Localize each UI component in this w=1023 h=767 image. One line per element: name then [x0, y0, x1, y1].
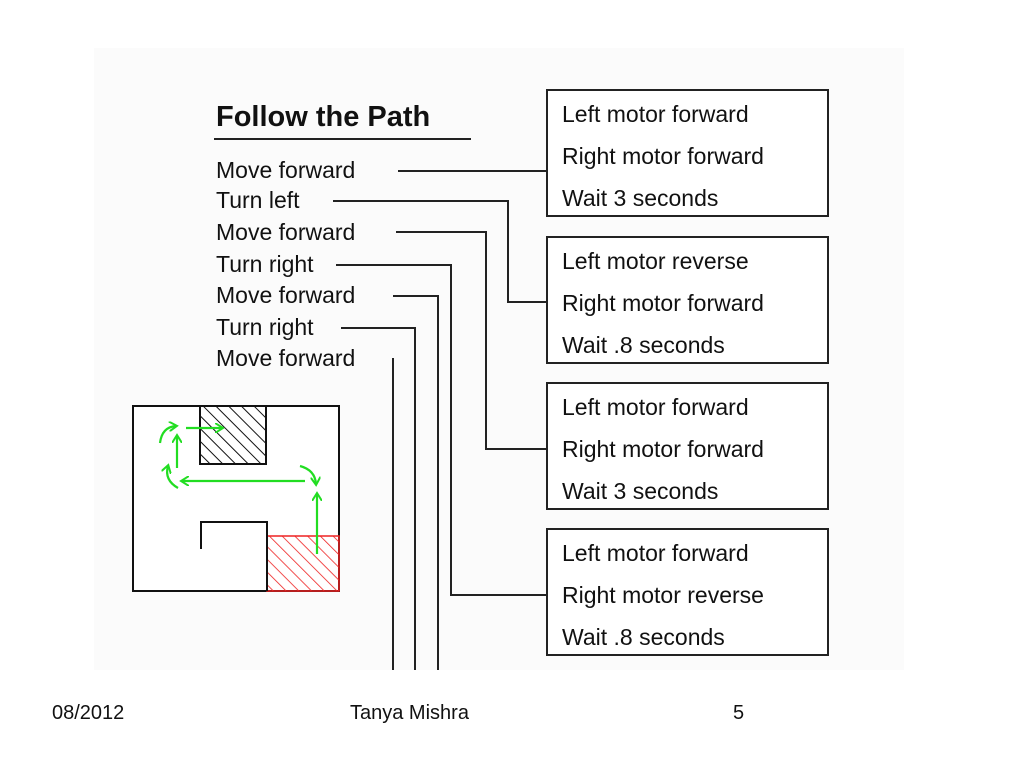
command-box-4: Left motor forward Right motor reverse W…	[546, 528, 829, 656]
command-line: Wait 3 seconds	[562, 478, 719, 504]
command-line: Wait .8 seconds	[562, 624, 725, 650]
connector-step-6	[341, 327, 416, 670]
command-box-2: Left motor reverse Right motor forward W…	[546, 236, 829, 364]
step-item: Turn right	[216, 314, 314, 340]
command-line: Left motor forward	[562, 101, 749, 127]
step-item: Turn left	[216, 187, 300, 213]
diagram-title: Follow the Path	[216, 101, 431, 133]
step-item: Turn right	[216, 251, 314, 277]
goal-area-red	[266, 535, 340, 592]
title-underline	[214, 138, 471, 140]
command-line: Right motor forward	[562, 290, 764, 316]
step-item: Move forward	[216, 219, 356, 245]
command-line: Left motor forward	[562, 540, 749, 566]
connector-step-3	[396, 231, 546, 450]
step-item: Move forward	[216, 345, 356, 371]
connector-step-5	[393, 295, 439, 670]
path-turn-arrow-1	[299, 464, 316, 484]
command-line: Wait 3 seconds	[562, 185, 719, 211]
connector-step-4	[336, 264, 546, 596]
command-box-3: Left motor forward Right motor forward W…	[546, 382, 829, 510]
step-item: Move forward	[216, 282, 356, 308]
command-line: Right motor reverse	[562, 582, 764, 608]
command-line: Right motor forward	[562, 143, 764, 169]
connector-step-2	[333, 200, 546, 303]
connector-lines	[333, 170, 546, 670]
command-line: Left motor forward	[562, 394, 749, 420]
command-line: Left motor reverse	[562, 248, 749, 274]
step-item: Move forward	[216, 157, 356, 183]
command-box-1: Left motor forward Right motor forward W…	[546, 89, 829, 217]
command-line: Right motor forward	[562, 436, 764, 462]
path-turn-arrow-2	[167, 466, 179, 489]
footer-page-number: 5	[733, 702, 745, 724]
footer-author: Tanya Mishra	[350, 702, 469, 724]
obstacle-hatched	[199, 405, 267, 465]
footer-date: 08/2012	[52, 702, 125, 724]
command-line: Wait .8 seconds	[562, 332, 725, 358]
maze-wall	[200, 521, 268, 591]
robot-path-arrows	[158, 426, 317, 554]
path-turn-arrow-3	[158, 426, 176, 444]
maze-map	[132, 405, 340, 592]
